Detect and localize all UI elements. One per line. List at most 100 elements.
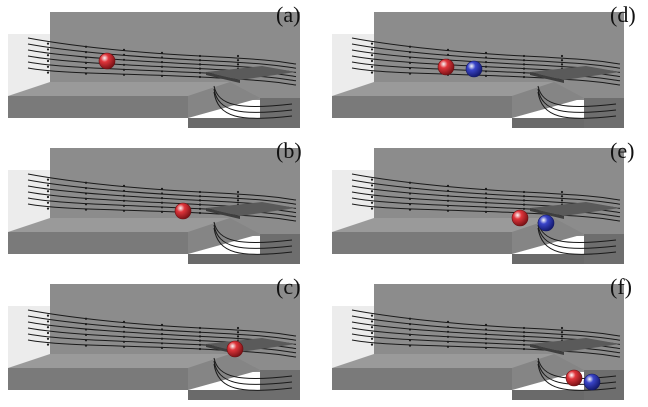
panel-e-label: (e) bbox=[610, 138, 635, 163]
streamline-marker bbox=[122, 345, 126, 348]
streamline-marker bbox=[522, 343, 526, 346]
streamline-marker bbox=[46, 331, 50, 335]
streamline-marker bbox=[370, 184, 374, 187]
recirculation-line bbox=[213, 88, 293, 113]
floor-top bbox=[332, 218, 554, 232]
end-face bbox=[584, 234, 624, 264]
streamline bbox=[351, 309, 621, 337]
floor-front bbox=[8, 232, 188, 254]
streamline bbox=[351, 55, 621, 78]
blue-particle bbox=[583, 373, 601, 391]
streamline-marker bbox=[560, 199, 564, 202]
streamline-marker bbox=[236, 335, 240, 338]
recirculation-line bbox=[213, 227, 293, 255]
streamline-marker bbox=[370, 337, 374, 340]
streamline-marker bbox=[84, 317, 88, 320]
streamline-marker bbox=[484, 337, 488, 340]
streamline-marker bbox=[84, 56, 88, 59]
streamline-marker bbox=[484, 333, 488, 336]
streamline-marker bbox=[84, 67, 88, 70]
streamline-marker bbox=[484, 197, 488, 200]
streamline-marker bbox=[46, 195, 50, 199]
streamline-marker bbox=[236, 326, 240, 330]
streamline-marker bbox=[408, 208, 412, 211]
streamline-marker bbox=[122, 204, 126, 207]
streamline-marker bbox=[446, 340, 450, 343]
panel-d-drawing bbox=[332, 12, 624, 128]
streamline-marker bbox=[370, 71, 374, 74]
streamlines bbox=[351, 309, 621, 358]
streamline-marker bbox=[446, 184, 450, 187]
floor-top bbox=[8, 354, 230, 368]
streamline-marker bbox=[160, 337, 164, 340]
streamline-marker bbox=[122, 209, 126, 212]
recirculation-line bbox=[213, 363, 293, 391]
streamline-marker bbox=[408, 192, 412, 195]
panel-a: (a) bbox=[0, 0, 324, 135]
streamline-marker bbox=[560, 331, 564, 334]
recirculation-line bbox=[213, 357, 293, 380]
streamline-marker bbox=[46, 184, 50, 187]
streamline-marker bbox=[236, 59, 240, 62]
streamline-marker bbox=[198, 211, 202, 215]
streamline-marker bbox=[446, 189, 450, 192]
streamline bbox=[27, 179, 297, 205]
streamline-marker bbox=[484, 74, 488, 77]
plate-top bbox=[530, 202, 620, 216]
streamline-marker bbox=[370, 190, 374, 193]
streamline-marker bbox=[198, 59, 202, 62]
panel-e-drawing bbox=[332, 148, 624, 264]
streamline-marker bbox=[522, 195, 526, 198]
streamline-marker bbox=[122, 68, 126, 71]
recirculation-line bbox=[213, 221, 293, 244]
streamline-marker bbox=[408, 203, 412, 206]
streamlines bbox=[27, 37, 297, 86]
streamline-marker bbox=[408, 339, 412, 342]
streamline-marker bbox=[122, 53, 126, 56]
streamline-marker bbox=[198, 335, 202, 338]
streamline-marker bbox=[446, 194, 450, 197]
panel-f: (f) bbox=[324, 272, 648, 407]
streamline-marker bbox=[560, 195, 564, 198]
streamline-marker bbox=[160, 51, 164, 55]
panel-b-drawing bbox=[8, 148, 300, 264]
streamline-marker bbox=[46, 326, 50, 329]
streamline-marker bbox=[46, 42, 50, 45]
streamline-marker bbox=[446, 199, 450, 202]
streamline-marker bbox=[484, 206, 488, 209]
streamline bbox=[351, 37, 621, 65]
streamline-marker bbox=[522, 67, 526, 70]
streamline-marker bbox=[370, 207, 374, 210]
blue-particle bbox=[537, 214, 555, 232]
plate-edge bbox=[206, 72, 240, 83]
streamline-marker bbox=[370, 201, 374, 204]
panel-d-label: (d) bbox=[610, 2, 636, 27]
streamline-marker bbox=[122, 335, 126, 338]
streamline-marker bbox=[160, 197, 164, 200]
streamline-marker bbox=[84, 181, 88, 184]
streamline-marker bbox=[408, 197, 412, 200]
streamline-marker bbox=[370, 343, 374, 346]
streamline-marker bbox=[446, 345, 450, 348]
streamline-marker bbox=[522, 190, 526, 194]
streamline-marker bbox=[122, 63, 126, 66]
floor-top bbox=[8, 82, 230, 96]
streamline bbox=[351, 197, 621, 218]
streamline-marker bbox=[522, 347, 526, 351]
streamline-marker bbox=[484, 328, 488, 331]
streamline-marker bbox=[160, 328, 164, 331]
streamline-marker bbox=[198, 71, 202, 74]
lower-floor-front bbox=[512, 390, 584, 400]
streamline-marker bbox=[84, 339, 88, 342]
end-face bbox=[260, 370, 300, 400]
streamline-marker bbox=[560, 190, 564, 194]
recirculation-line bbox=[213, 85, 293, 108]
streamline-marker bbox=[370, 331, 374, 335]
streamline-marker bbox=[122, 73, 126, 76]
recirculation-line bbox=[213, 360, 293, 385]
streamline bbox=[351, 173, 621, 201]
streamline bbox=[351, 67, 621, 86]
recirculation-line bbox=[213, 91, 293, 119]
streamline-marker bbox=[484, 323, 488, 327]
plate-top bbox=[530, 66, 620, 80]
